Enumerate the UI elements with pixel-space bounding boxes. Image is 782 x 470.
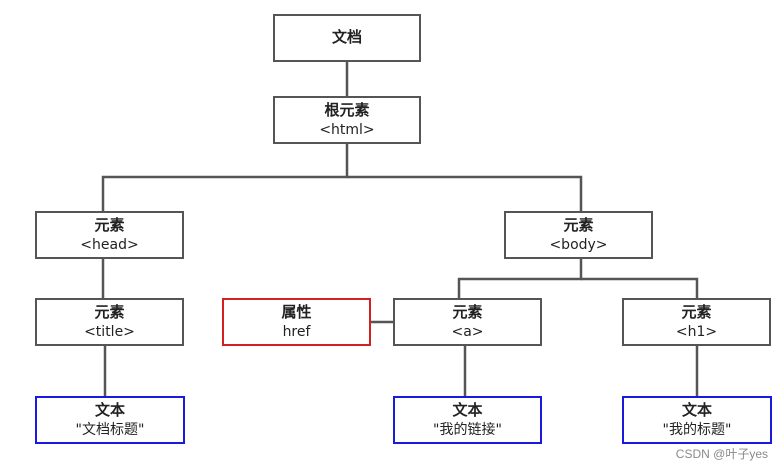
- node-root-tag: <html>: [319, 121, 375, 138]
- node-title: 元素 <title>: [35, 298, 184, 346]
- node-head: 元素 <head>: [35, 211, 184, 259]
- node-a-title: 元素: [452, 303, 483, 322]
- node-root-title: 根元素: [324, 101, 370, 120]
- node-title-title: 元素: [94, 303, 125, 322]
- node-a: 元素 <a>: [393, 298, 542, 346]
- node-body: 元素 <body>: [504, 211, 653, 259]
- node-text-a: 文本 "我的链接": [393, 396, 542, 444]
- node-attr-tag: href: [282, 323, 311, 340]
- node-body-tag: <body>: [549, 236, 608, 253]
- node-root-element: 根元素 <html>: [273, 96, 421, 144]
- node-document: 文档: [273, 14, 421, 62]
- node-text-title-value: "文档标题": [75, 421, 145, 438]
- connector-root-body: [347, 175, 583, 212]
- node-head-title: 元素: [94, 216, 125, 235]
- node-h1: 元素 <h1>: [622, 298, 771, 346]
- node-h1-tag: <h1>: [675, 323, 718, 340]
- connector-root-children: [101, 144, 349, 212]
- node-document-title: 文档: [331, 28, 362, 47]
- node-attr-title: 属性: [281, 303, 312, 322]
- node-text-title-label: 文本: [94, 401, 125, 420]
- connector-body-h1: [581, 277, 699, 298]
- node-text-title: 文本 "文档标题": [35, 396, 185, 444]
- node-text-a-value: "我的链接": [433, 421, 502, 438]
- node-h1-title: 元素: [681, 303, 712, 322]
- node-a-tag: <a>: [451, 323, 484, 340]
- watermark: CSDN @叶子yes: [675, 447, 768, 461]
- node-body-title: 元素: [563, 216, 594, 235]
- node-text-h1-value: "我的标题": [662, 421, 732, 438]
- node-text-a-label: 文本: [452, 401, 483, 420]
- node-title-tag: <title>: [84, 323, 135, 340]
- node-head-tag: <head>: [80, 236, 139, 253]
- node-text-h1: 文本 "我的标题": [622, 396, 772, 444]
- connector-body-a: [457, 258, 583, 298]
- node-attribute-href: 属性 href: [222, 298, 371, 346]
- node-text-h1-label: 文本: [681, 401, 712, 420]
